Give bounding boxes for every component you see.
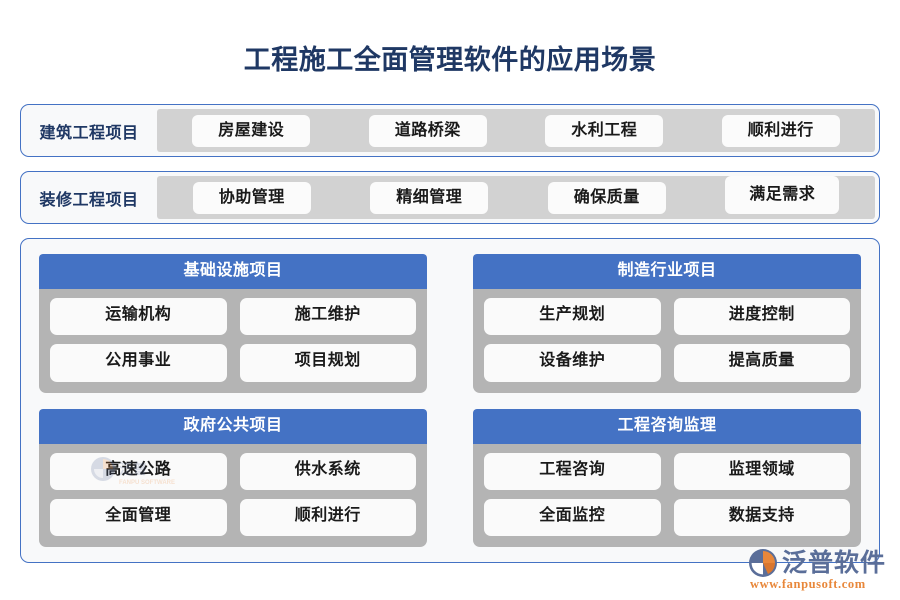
card-infrastructure: 基础设施项目 运输机构 施工维护 公用事业 项目规划 (39, 254, 427, 393)
card-header: 基础设施项目 (39, 254, 427, 289)
card-chip[interactable]: 项目规划 (239, 344, 416, 382)
card-chip[interactable]: 监理领域 (673, 452, 850, 490)
brand-name: 泛普软件 (781, 549, 886, 577)
card-header: 工程咨询监理 (473, 408, 861, 444)
card-header: 政府公共项目 (39, 408, 427, 444)
brand-logo: 泛普软件 www.fanpusoft.com (748, 548, 886, 592)
card-header: 制造行业项目 (473, 254, 861, 289)
card-body: 高速公路 供水系统 全面管理 顺利进行 (39, 443, 427, 547)
card-chip[interactable]: 生产规划 (484, 298, 661, 336)
card-chip[interactable]: 公用事业 (50, 344, 227, 382)
card-consulting: 工程咨询监理 工程咨询 监理领域 全面监控 数据支持 (473, 408, 861, 547)
row-chip[interactable]: 确保质量 (547, 181, 666, 214)
fanpu-logo-icon (748, 548, 778, 578)
brand-url: www.fanpusoft.com (749, 577, 866, 591)
card-body: 工程咨询 监理领域 全面监控 数据支持 (473, 443, 861, 547)
row-chip[interactable]: 协助管理 (192, 181, 311, 214)
card-chip[interactable]: 供水系统 (239, 452, 416, 490)
card-chip[interactable]: 提高质量 (673, 344, 850, 382)
row-chip[interactable]: 满足需求 (725, 176, 840, 214)
card-chip[interactable]: 数据支持 (673, 498, 850, 536)
row-label: 建筑工程项目 (39, 124, 139, 142)
card-manufacturing: 制造行业项目 生产规划 进度控制 设备维护 提高质量 (473, 254, 861, 393)
row-chip-zone: 房屋建设 道路桥梁 水利工程 顺利进行 (157, 109, 875, 152)
card-government: 政府公共项目 高速公路 供水系统 全面管理 顺利进行 (39, 408, 427, 547)
row-chip[interactable]: 精细管理 (370, 181, 489, 214)
row-chip[interactable]: 顺利进行 (721, 114, 840, 147)
card-chip[interactable]: 施工维护 (239, 298, 416, 336)
row-band-construction: 建筑工程项目 房屋建设 道路桥梁 水利工程 顺利进行 (20, 104, 880, 157)
card-chip[interactable]: 运输机构 (50, 298, 227, 336)
card-chip[interactable]: 工程咨询 (484, 452, 661, 490)
card-grid-panel: 基础设施项目 运输机构 施工维护 公用事业 项目规划 制造行业项目 生产规划 进… (20, 238, 880, 563)
row-chip[interactable]: 水利工程 (545, 114, 664, 147)
row-chip[interactable]: 房屋建设 (192, 114, 311, 147)
card-body: 生产规划 进度控制 设备维护 提高质量 (473, 289, 861, 393)
card-chip[interactable]: 全面管理 (50, 498, 227, 536)
row-label: 装修工程项目 (39, 191, 139, 209)
row-chip[interactable]: 道路桥梁 (368, 114, 487, 147)
card-chip[interactable]: 进度控制 (673, 298, 850, 336)
card-chip[interactable]: 高速公路 (50, 452, 227, 490)
card-chip[interactable]: 全面监控 (484, 498, 661, 536)
card-body: 运输机构 施工维护 公用事业 项目规划 (39, 289, 427, 393)
page-title: 工程施工全面管理软件的应用场景 (243, 45, 657, 75)
row-band-decoration: 装修工程项目 协助管理 精细管理 确保质量 满足需求 (20, 171, 880, 224)
row-chip-zone: 协助管理 精细管理 确保质量 满足需求 (157, 176, 875, 219)
brand-top-row: 泛普软件 (748, 548, 886, 578)
card-chip[interactable]: 设备维护 (484, 344, 661, 382)
card-chip[interactable]: 顺利进行 (239, 498, 416, 536)
